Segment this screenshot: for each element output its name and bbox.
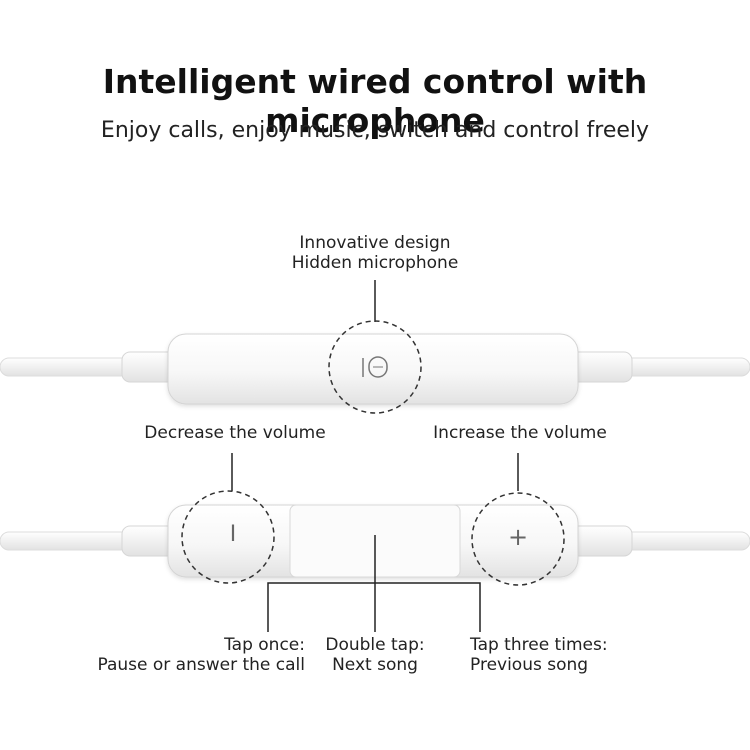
tap-three-title: Tap three times: [470, 635, 608, 655]
strain-relief-right-top [569, 351, 633, 383]
plus-icon[interactable]: + [507, 523, 529, 551]
tap-three-desc: Previous song [470, 655, 589, 675]
tap-once-label: Tap once: Pause or answer the call [40, 635, 305, 675]
increase-volume-label: Increase the volume [433, 423, 607, 443]
double-tap-desc: Next song [332, 655, 418, 675]
mic-callout-circle [328, 320, 422, 414]
decrease-volume-label: Decrease the volume [144, 423, 326, 443]
mic-label: Innovative design Hidden microphone [265, 233, 485, 273]
mic-label-line2: Hidden microphone [291, 253, 459, 273]
inc-callout-circle [471, 492, 565, 586]
double-tap-title: Double tap: [325, 635, 425, 655]
double-tap-label: Double tap: Next song [305, 635, 445, 675]
cable-left-top [0, 357, 141, 377]
microphone-icon [362, 356, 388, 378]
strain-relief-right-bottom [569, 525, 633, 557]
minus-icon[interactable]: I [229, 522, 237, 547]
volume-remote [0, 453, 750, 632]
dec-callout-circle [181, 490, 275, 584]
page-title: Intelligent wired control with microphon… [102, 62, 648, 140]
microphone-remote [0, 280, 750, 414]
tap-once-title: Tap once: [224, 635, 305, 655]
mic-label-line1: Innovative design [299, 233, 451, 253]
remote-body-top [167, 333, 579, 405]
page-subtitle: Enjoy calls, enjoy music, switch and con… [100, 118, 650, 143]
tap-bracket-line [267, 582, 481, 632]
tap-once-desc: Pause or answer the call [97, 655, 305, 675]
tap-three-label: Tap three times: Previous song [470, 635, 690, 675]
cable-left-bottom [0, 531, 141, 551]
